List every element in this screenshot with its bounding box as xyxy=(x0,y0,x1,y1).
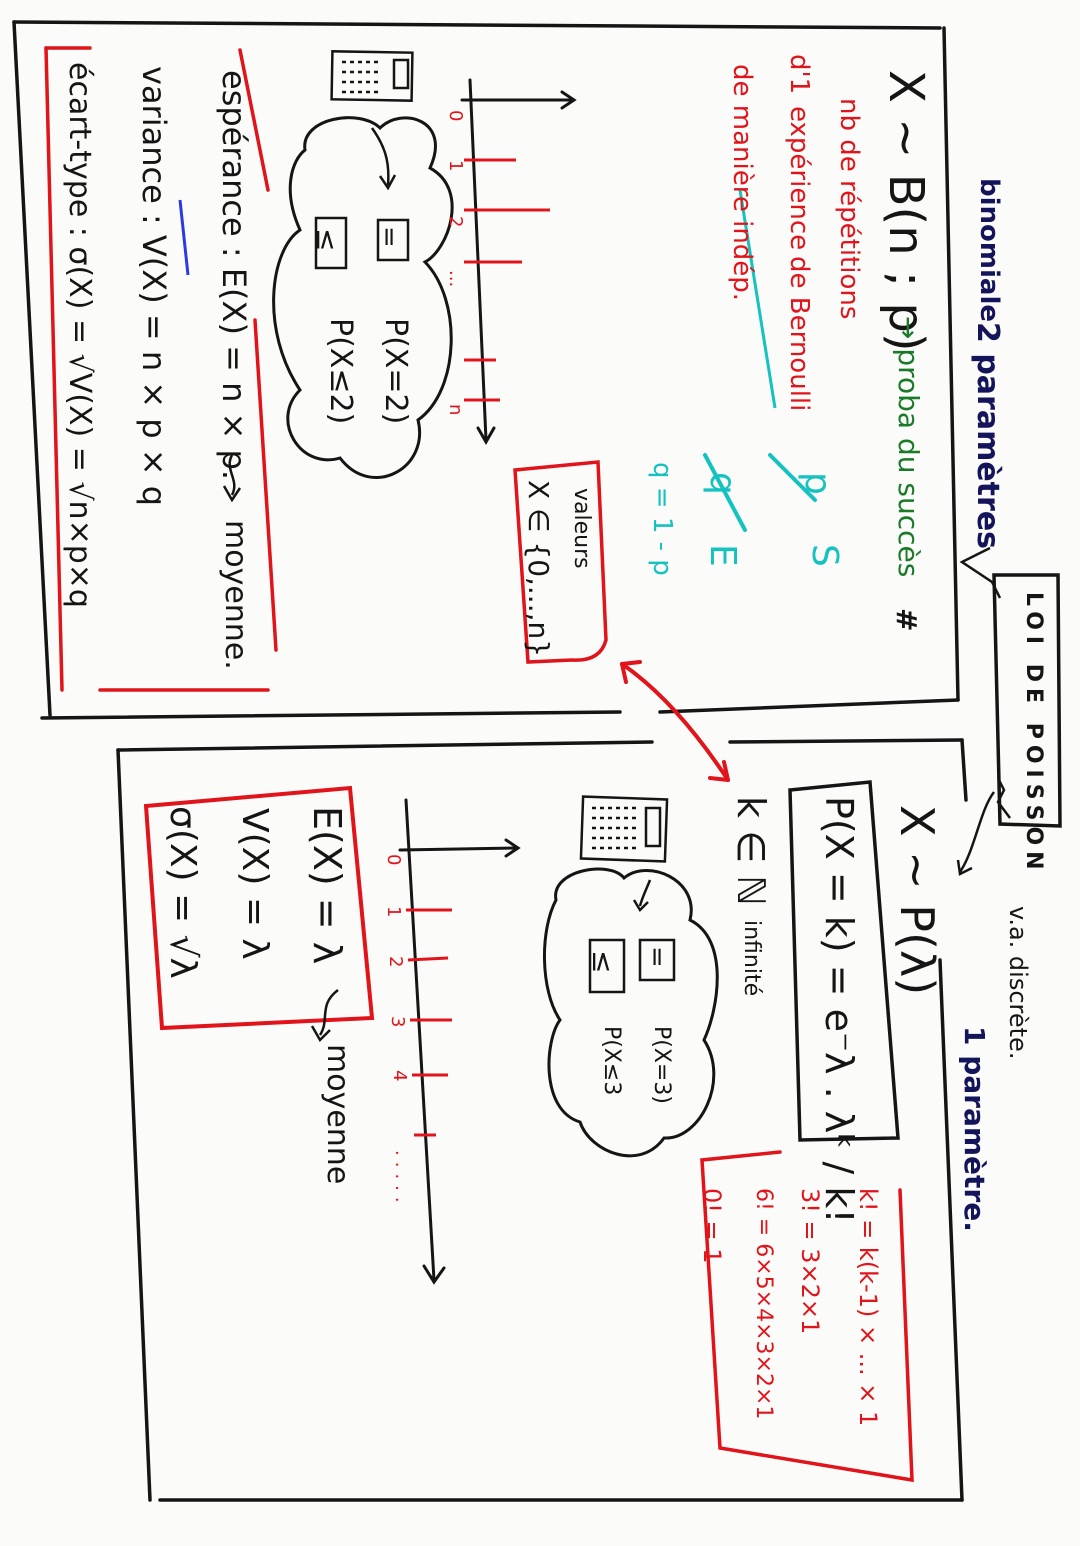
binomial-section-frame xyxy=(12,20,960,720)
poisson-variance: V(X) = λ xyxy=(234,808,275,960)
poisson-notation: X ~ P(λ) xyxy=(890,805,944,996)
poisson-k-domain: k ∈ ℕ xyxy=(729,796,773,906)
bernoulli-underline xyxy=(738,189,777,409)
poisson-label-box xyxy=(992,573,1062,828)
binomial-formulas-box xyxy=(44,46,278,692)
binomial-axis-bars xyxy=(464,158,550,402)
tree-e: E xyxy=(702,544,743,567)
poisson-params-count: 1 paramètre. xyxy=(958,1026,991,1232)
tree-q: q xyxy=(702,472,743,495)
poisson-label: LOI DE POISSON xyxy=(1021,592,1046,876)
arrow-cloud-poisson xyxy=(632,879,652,913)
factorial-line: 3! = 3×2×1 xyxy=(796,1188,824,1335)
binomial-proba-label: → proba du succès xyxy=(892,316,925,578)
values-label: valeurs xyxy=(569,488,594,569)
poisson-std-dev: σ(X) = √λ xyxy=(162,806,203,979)
q-formula: q = 1 - p xyxy=(647,462,677,576)
poisson-infinite: infinité xyxy=(739,920,764,997)
binomial-heading: binomiale xyxy=(974,178,1004,322)
factorial-box xyxy=(700,1150,914,1483)
values-set: X ∈ {0,...,n} xyxy=(522,480,555,658)
eq-key-poisson xyxy=(638,938,676,982)
calc-le-poisson: ≤ xyxy=(586,950,619,974)
binomial-axis-label: ... xyxy=(445,270,466,288)
moyenne-arrow-poisson xyxy=(310,989,339,1043)
poisson-axis-label: 2 xyxy=(385,956,406,968)
calc-eq-binomial: = xyxy=(374,226,404,248)
eq-key-binomial xyxy=(376,218,410,262)
binomial-moyenne: moyenne. xyxy=(218,520,253,670)
poisson-axis-label: ..... xyxy=(391,1150,412,1209)
params-underline xyxy=(178,199,190,276)
poisson-thought-cloud xyxy=(543,867,719,1158)
poisson-axis-label: 0 xyxy=(383,854,404,866)
binomial-axis-label: 2 xyxy=(445,216,466,228)
tree-s: S xyxy=(804,544,845,567)
prob-eq-poisson: P(X=3) xyxy=(649,1026,674,1104)
binomial-axis xyxy=(460,78,577,446)
binomial-bernoulli-c: de Bernoulli xyxy=(784,256,814,412)
calculator-icon-poisson xyxy=(579,795,669,863)
poisson-va-discrete: v.a. discrète. xyxy=(1004,906,1032,1060)
binomial-hash-mark: # xyxy=(890,608,923,632)
poisson-axis xyxy=(398,798,521,1285)
prob-le-binomial: P(X≤2) xyxy=(323,318,358,425)
poisson-formulas-box xyxy=(143,785,375,1031)
factorial-line: 0! = 1 xyxy=(698,1188,726,1264)
binomial-notation: X ~ B(n ; p) xyxy=(878,70,934,352)
le-key-binomial xyxy=(314,216,348,270)
factorial-line: 6! = 6×5×4×3×2×1 xyxy=(751,1188,776,1420)
bernoulli-tree xyxy=(703,453,817,532)
poisson-expectation: E(X) = λ xyxy=(305,806,349,965)
calculator-icon xyxy=(330,50,414,102)
binomial-bernoulli-a: d'1 xyxy=(784,54,814,95)
poisson-formula: P(X = k) = e⁻λ . λᵏ / k! xyxy=(817,796,861,1224)
binomial-variance: variance : V(X) = n × p × q xyxy=(135,66,173,507)
le-key-poisson xyxy=(588,938,626,994)
poisson-moyenne: moyenne xyxy=(320,1044,355,1185)
prob-eq-binomial: P(X=2) xyxy=(378,318,413,425)
binomial-repetitions: nb de répétitions xyxy=(834,98,864,320)
binomial-ecart-type: écart-type : σ(X) = √V(X) = √n×p×q xyxy=(62,62,97,608)
prob-le-poisson: P(X≤3 xyxy=(599,1026,624,1096)
binomial-axis-label: n xyxy=(445,404,466,416)
values-box xyxy=(513,460,608,664)
tree-p: p xyxy=(797,472,838,495)
poisson-axis-bars xyxy=(406,908,452,1137)
poisson-section-frame xyxy=(116,738,968,1502)
moyenne-arrow-binomial xyxy=(222,454,242,503)
binomial-axis-label: 0 xyxy=(445,110,466,122)
poisson-axis-label: 3 xyxy=(387,1016,408,1028)
poisson-brace xyxy=(956,777,1011,876)
poisson-axis-label: 1 xyxy=(383,906,404,918)
binomial-thought-cloud xyxy=(272,116,454,479)
arrow-cloud-binomial xyxy=(370,127,397,191)
binomial-bernoulli-b: expérience xyxy=(784,106,814,251)
calc-eq-poisson: = xyxy=(642,946,672,968)
binomial-params-count: 2 paramètres xyxy=(970,322,1005,550)
binomial-axis-label: 1 xyxy=(445,160,466,172)
connector-arrow xyxy=(620,660,730,782)
calc-le-binomial: ≤ xyxy=(310,228,343,252)
poisson-axis-label: 4 xyxy=(389,1070,410,1082)
poisson-formula-box xyxy=(788,780,900,1142)
binomial-independent: de manière indép. xyxy=(727,64,757,302)
factorial-line: k! = k(k-1) × ... × 1 xyxy=(854,1188,882,1427)
binomial-esperance: espérance : E(X) = n × p. xyxy=(215,70,253,480)
